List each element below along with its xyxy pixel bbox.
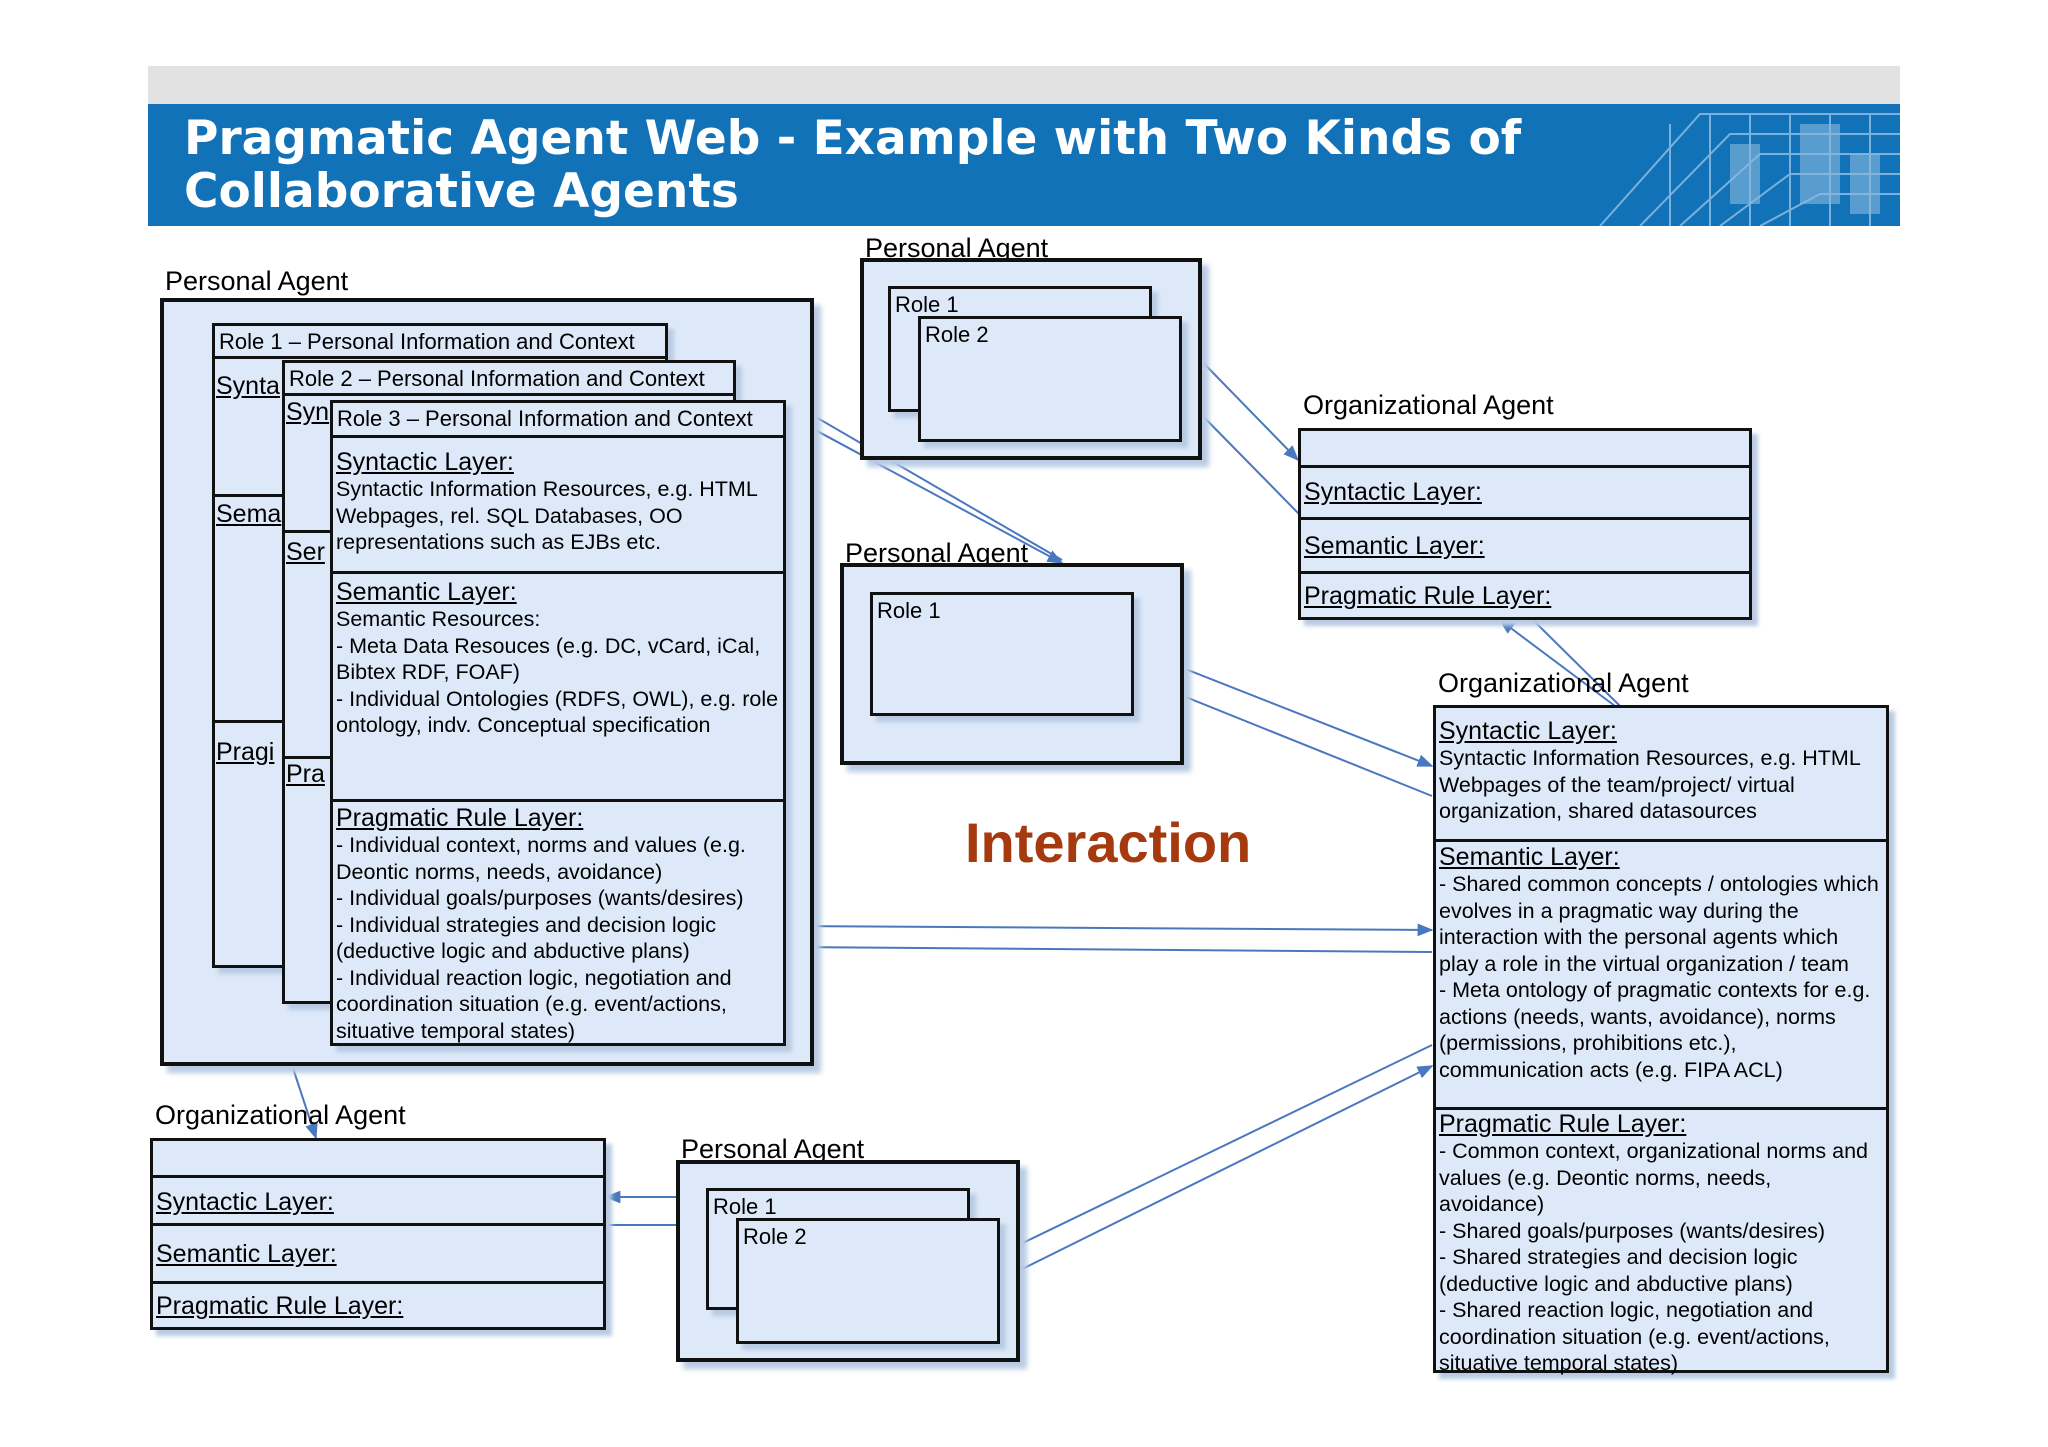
role3-semantic-head: Semantic Layer:: [336, 578, 517, 606]
arrow-org-to-bottom-pa: [998, 1044, 1433, 1255]
top-role1-title: Role 1: [895, 292, 959, 317]
personal-agent-bottom-label: Personal Agent: [681, 1134, 865, 1164]
org-bottom-pragmatic-label: Pragmatic Rule Layer:: [156, 1292, 404, 1320]
org-right-pragmatic-label: Pragmatic Rule Layer:: [1304, 582, 1552, 610]
personal-agent-top-label: Personal Agent: [865, 233, 1049, 263]
org-main-semantic-body: - Shared common concepts / ontologies wh…: [1439, 872, 1879, 1082]
arrow-org-semantic-to-pragmatic: [784, 940, 1433, 954]
interaction-label: Interaction: [965, 811, 1252, 874]
role3-semantic-section: Semantic Layer: Semantic Resources: - Me…: [333, 571, 783, 739]
org-main-syntactic-head: Syntactic Layer:: [1439, 717, 1617, 745]
city-graphic: [1599, 113, 1900, 226]
center-role1-title: Role 1: [877, 598, 941, 623]
top-role2-title: Role 2: [925, 322, 989, 347]
role2-stub-semantic: Ser: [286, 538, 325, 566]
org-agent-main-label: Organizational Agent: [1438, 668, 1689, 698]
role2-stub-pragmatic: Pra: [286, 760, 325, 788]
org-right-semantic: Semantic Layer:: [1301, 517, 1749, 571]
role1-divider-2: [212, 720, 282, 723]
center-role1-card: Role 1: [870, 592, 1134, 716]
org-main-pragmatic-body: - Common context, organizational norms a…: [1439, 1139, 1869, 1375]
bottom-role2-card: Role 2: [736, 1218, 1000, 1344]
org-agent-bottom: Syntactic Layer: Semantic Layer: Pragmat…: [150, 1138, 606, 1330]
role1-title: Role 1 – Personal Information and Contex…: [219, 329, 635, 354]
role3-semantic-body: Semantic Resources: - Meta Data Resouces…: [336, 607, 779, 737]
org-main-pragmatic-head: Pragmatic Rule Layer:: [1439, 1110, 1687, 1138]
org-agent-main: Syntactic Layer: Syntactic Information R…: [1433, 705, 1889, 1375]
personal-agent-main-label: Personal Agent: [165, 266, 349, 296]
org-main-pragmatic-section: Pragmatic Rule Layer: - Common context, …: [1436, 1107, 1886, 1377]
role1-stub-pragmatic: Pragi: [216, 738, 275, 766]
role2-divider-1: [282, 530, 332, 533]
org-agent-bottom-label: Organizational Agent: [155, 1100, 406, 1130]
role3-syntactic-head: Syntactic Layer:: [336, 448, 514, 476]
org-bottom-syntactic-label: Syntactic Layer:: [156, 1188, 334, 1216]
role3-title: Role 3 – Personal Information and Contex…: [333, 403, 783, 438]
arrow-bottom-pa-to-org: [999, 1065, 1434, 1281]
personal-agent-center-label: Personal Agent: [845, 538, 1029, 568]
role3-pragmatic-body: - Individual context, norms and values (…: [336, 833, 746, 1043]
role1-title-bar: Role 1 – Personal Information and Contex…: [212, 323, 668, 359]
org-right-syntactic: Syntactic Layer:: [1301, 465, 1749, 517]
arrow-pragmatic-to-org-semantic: [785, 923, 1434, 937]
org-agent-right-label: Organizational Agent: [1303, 390, 1554, 420]
slide-header: Pragmatic Agent Web - Example with Two K…: [148, 104, 1900, 226]
org-bottom-semantic-label: Semantic Layer:: [156, 1240, 337, 1268]
role1-divider-1: [212, 494, 282, 497]
role1-stub-syntactic: Synta: [216, 372, 280, 400]
arrow-org-to-top-pa: [1185, 398, 1301, 516]
role1-stub-semantic: Sema: [216, 500, 282, 528]
slide-title: Pragmatic Agent Web - Example with Two K…: [184, 111, 1522, 219]
role2-title-bar: Role 2 – Personal Information and Contex…: [282, 360, 736, 396]
bottom-role1-title: Role 1: [713, 1194, 777, 1219]
org-agent-right: Syntactic Layer: Semantic Layer: Pragmat…: [1298, 428, 1752, 620]
role3-card: Role 3 – Personal Information and Contex…: [330, 400, 786, 1046]
org-bottom-pragmatic: Pragmatic Rule Layer:: [153, 1281, 603, 1327]
bottom-role2-title: Role 2: [743, 1224, 807, 1249]
org-bottom-syntactic: Syntactic Layer:: [153, 1175, 603, 1223]
role3-pragmatic-section: Pragmatic Rule Layer: - Individual conte…: [333, 799, 783, 1044]
org-right-semantic-label: Semantic Layer:: [1304, 532, 1485, 560]
org-right-syntactic-label: Syntactic Layer:: [1304, 478, 1482, 506]
org-bottom-semantic: Semantic Layer:: [153, 1223, 603, 1281]
role3-syntactic-body: Syntactic Information Resources, e.g. HT…: [336, 477, 758, 554]
top-gray-bar: [148, 66, 1900, 104]
role2-stub-syntactic: Syn: [286, 398, 330, 426]
role3-pragmatic-head: Pragmatic Rule Layer:: [336, 804, 584, 832]
org-main-semantic-head: Semantic Layer:: [1439, 843, 1620, 871]
role3-syntactic-section: Syntactic Layer: Syntactic Information R…: [336, 448, 779, 556]
org-right-pragmatic: Pragmatic Rule Layer:: [1301, 571, 1749, 617]
org-main-syntactic-body: Syntactic Information Resources, e.g. HT…: [1439, 746, 1861, 823]
org-main-syntactic-section: Syntactic Layer: Syntactic Information R…: [1439, 717, 1882, 825]
top-role2-card: Role 2: [918, 316, 1182, 442]
role2-divider-2: [282, 756, 332, 759]
role2-title: Role 2 – Personal Information and Contex…: [289, 366, 705, 391]
org-main-semantic-section: Semantic Layer: - Shared common concepts…: [1436, 839, 1886, 1083]
